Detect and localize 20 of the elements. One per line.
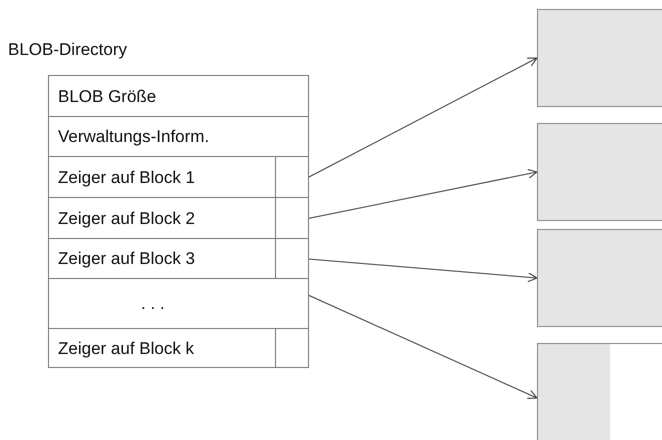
ellipsis-text: . . . <box>141 294 165 314</box>
table-row <box>49 157 308 198</box>
row-label: BLOB Größe <box>58 86 156 106</box>
table-row <box>49 239 308 279</box>
arrow <box>308 57 538 178</box>
arrow <box>308 258 538 282</box>
data-block <box>537 9 662 107</box>
row-label: Verwaltungs-Inform. <box>58 127 210 147</box>
row-label: Zeiger auf Block 2 <box>58 208 196 228</box>
data-block <box>537 229 662 327</box>
row-label: Zeiger auf Block 1 <box>58 168 196 188</box>
row-label: Zeiger auf Block k <box>58 338 194 358</box>
data-block <box>537 123 662 221</box>
row-label: Zeiger auf Block 3 <box>58 249 196 269</box>
data-block <box>537 343 662 440</box>
table-title: BLOB-Directory <box>8 40 128 60</box>
arrow <box>308 294 538 399</box>
directory-table <box>48 75 309 368</box>
arrow <box>308 168 538 219</box>
table-row <box>49 198 308 239</box>
